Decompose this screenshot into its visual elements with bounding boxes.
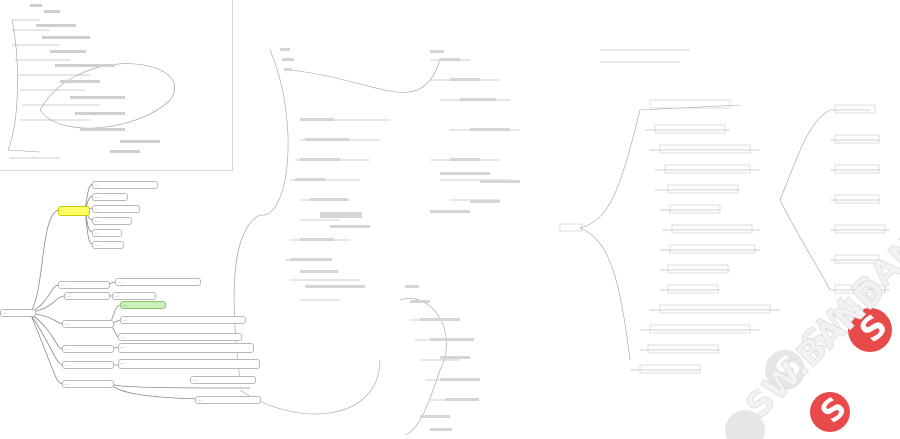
mindmap-leaf-node: ... [118, 333, 242, 341]
mindmap-leaf-node: ... [120, 316, 246, 324]
mindmap-branch-node: ... [62, 361, 114, 369]
mindmap-leaf-node: ... [92, 193, 128, 201]
logo-circle-icon [765, 350, 805, 390]
mindmap-branch-node: ... [62, 380, 114, 388]
mindmap-middle-labels [280, 48, 520, 431]
logo-circle-icon [848, 308, 892, 352]
mindmap-root-node: ... [0, 309, 36, 317]
mindmap-leaf-node: ... [92, 229, 122, 237]
mindmap-leaf-node: ... [115, 278, 201, 286]
mindmap-leaf-node: ... [92, 205, 140, 213]
mindmap-branch-node: ... [62, 345, 114, 353]
mindmap-leaf-node: ... [118, 359, 260, 369]
mindmap-leaf-node: ... [92, 241, 124, 249]
mindmap-right [579, 49, 890, 371]
mindmap-leaf-node: ... [118, 343, 254, 353]
mindmap-left: ... ... ... ... ... ... ... ... ... ... … [0, 172, 261, 439]
mindmap-branch-node: ... [62, 320, 114, 328]
watermark-logo-3: S [810, 390, 854, 432]
logo-circle-icon [810, 392, 850, 432]
mindmap-leaf-node: ... [112, 292, 156, 300]
mindmap-branch-node: ... [58, 281, 110, 289]
mindmap-panel-top-left [0, 0, 233, 171]
watermark-logo-4 [725, 410, 765, 439]
mindmap-right-boxes [559, 99, 886, 374]
mindmap-branch-node: ... [58, 206, 90, 216]
logo-circle-icon [725, 410, 765, 439]
mindmap-leaf-node: ... [190, 376, 256, 384]
mindmap-leaf-node: ... [92, 181, 158, 189]
mindmap-leaf-node: ... [120, 301, 166, 309]
mindmap-branch-node: ... [64, 292, 110, 300]
mindmap-top-left-lines [7, 4, 175, 159]
mindmap-leaf-node: ... [92, 217, 132, 225]
mindmap-leaf-node: ... [195, 396, 261, 404]
